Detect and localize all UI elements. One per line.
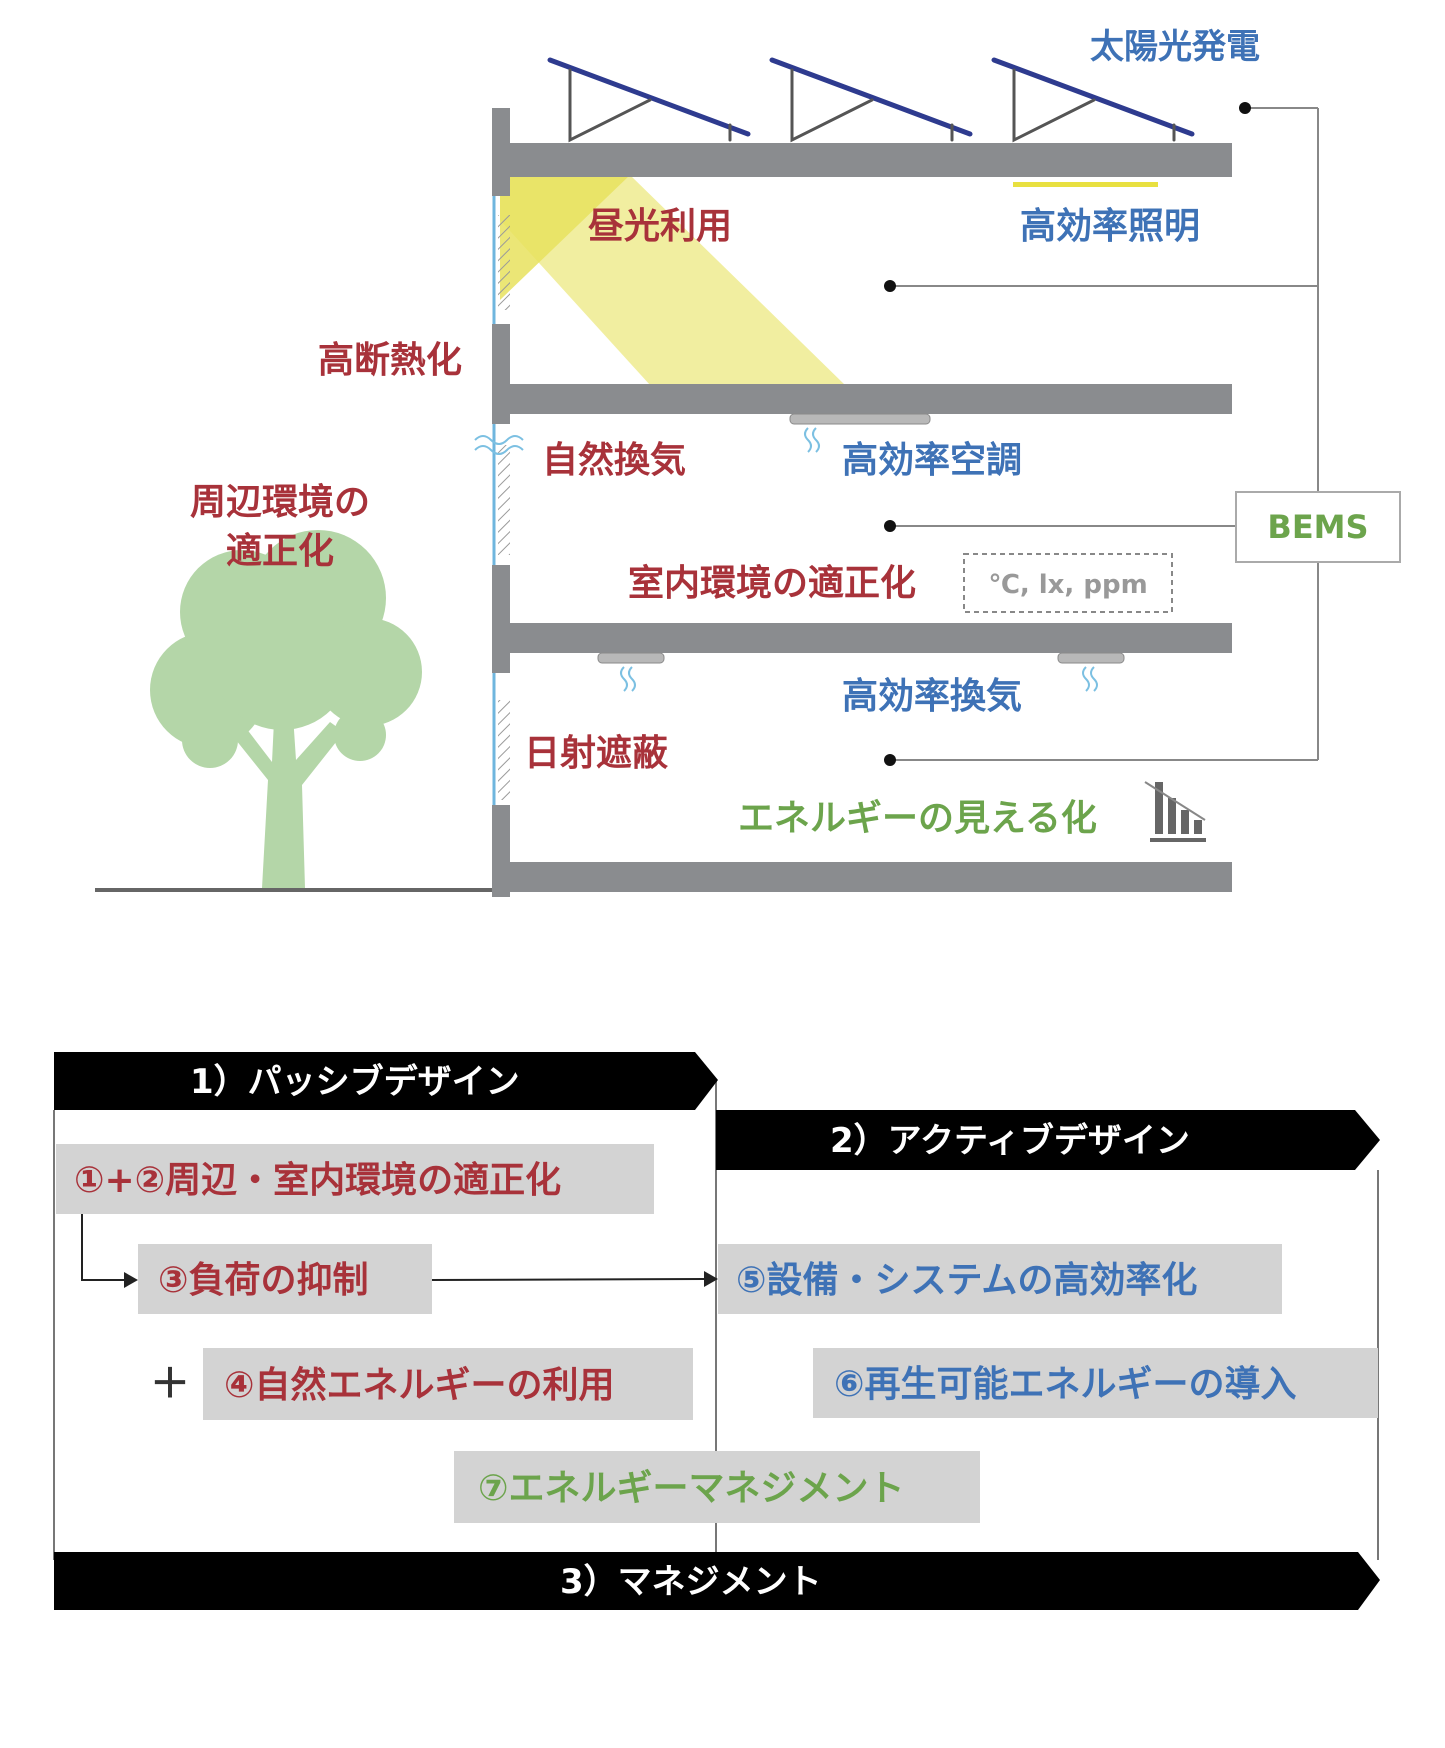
ventilation-unit bbox=[597, 652, 665, 664]
arrowhead bbox=[704, 1271, 718, 1287]
label-surroundings-2: 適正化 bbox=[226, 531, 334, 572]
solar-panel-icon bbox=[991, 57, 1195, 143]
wall-segment bbox=[492, 324, 510, 424]
ground-slab bbox=[492, 862, 1232, 892]
wall-segment bbox=[492, 108, 510, 196]
passive-header-bar bbox=[54, 1052, 718, 1110]
blind-hatch bbox=[498, 700, 510, 800]
label-insulation: 高断熱化 bbox=[318, 340, 462, 381]
connector-dot bbox=[884, 754, 896, 766]
daylight-beam bbox=[500, 175, 845, 385]
label-surroundings-1: 周辺環境の bbox=[190, 482, 370, 523]
label-natural-ventilation: 自然換気 bbox=[542, 439, 686, 481]
floor-slab-2 bbox=[492, 623, 1232, 653]
daylight-window-beam bbox=[500, 175, 630, 300]
solar-panel-icon bbox=[769, 57, 973, 143]
label-high-eff-ventilation: 高効率換気 bbox=[842, 676, 1022, 717]
connector-dot bbox=[884, 280, 896, 292]
active-header-bar bbox=[716, 1110, 1380, 1170]
management-header: 3）マネジメント bbox=[560, 1562, 822, 1602]
item3-label: ③負荷の抑制 bbox=[158, 1260, 368, 1301]
arrowhead bbox=[124, 1272, 138, 1288]
airflow-icon bbox=[474, 427, 1098, 692]
label-high-eff-ac: 高効率空調 bbox=[842, 440, 1022, 481]
connector-dot bbox=[1239, 102, 1251, 114]
blind-hatch bbox=[498, 215, 510, 310]
sensor-units: ℃, lx, ppm bbox=[988, 570, 1147, 600]
item7-box bbox=[454, 1451, 980, 1523]
bems-box bbox=[1235, 491, 1401, 563]
design-framework: 1）パッシブデザイン 2）アクティブデザイン 3）マネジメント ①+②周辺・室内… bbox=[53, 1052, 1380, 1610]
item3-box bbox=[138, 1244, 432, 1314]
label-visualization: エネルギーの見える化 bbox=[738, 798, 1097, 839]
item6-box bbox=[813, 1348, 1378, 1418]
plus-sign: ＋ bbox=[150, 1361, 190, 1407]
bems-wiring bbox=[890, 107, 1319, 761]
solar-panel-icon bbox=[547, 57, 751, 143]
item1-label: ①+②周辺・室内環境の適正化 bbox=[74, 1160, 561, 1201]
item4-box bbox=[203, 1348, 693, 1420]
sensor-box bbox=[963, 553, 1173, 613]
connector-dot bbox=[884, 520, 896, 532]
building-section: BEMS ℃, lx, ppm 太陽光発電 高効率照明 昼光利用 高断熱化 自然… bbox=[95, 27, 1401, 897]
blind-hatch bbox=[498, 445, 510, 555]
management-header-bar bbox=[54, 1552, 1380, 1610]
label-solar: 太陽光発電 bbox=[1090, 27, 1260, 67]
item5-box bbox=[718, 1244, 1282, 1314]
item5-label: ⑤設備・システムの高効率化 bbox=[736, 1260, 1197, 1301]
label-solar-shading: 日射遮蔽 bbox=[524, 733, 669, 774]
item7-label: ⑦エネルギーマネジメント bbox=[478, 1468, 904, 1509]
wall-segment bbox=[492, 565, 510, 673]
item1-box bbox=[56, 1144, 654, 1214]
tree-icon bbox=[150, 530, 422, 888]
passive-header: 1）パッシブデザイン bbox=[190, 1062, 520, 1102]
wall-segment bbox=[492, 805, 510, 897]
active-header: 2）アクティブデザイン bbox=[830, 1121, 1190, 1161]
ventilation-unit bbox=[1057, 652, 1125, 664]
item6-label: ⑥再生可能エネルギーの導入 bbox=[834, 1364, 1296, 1405]
roof-slab bbox=[492, 143, 1232, 177]
bems-label: BEMS bbox=[1267, 508, 1368, 546]
arrow-item1-to-item3 bbox=[81, 1214, 124, 1281]
item4-label: ④自然エネルギーの利用 bbox=[224, 1364, 614, 1406]
floor-slab-3 bbox=[492, 384, 1232, 414]
energy-chart-icon bbox=[1144, 781, 1206, 842]
arrow-item3-to-item5 bbox=[431, 1278, 705, 1281]
label-indoor-environment: 室内環境の適正化 bbox=[628, 563, 916, 604]
led-lighting-strip bbox=[1013, 182, 1158, 187]
ac-unit bbox=[789, 413, 931, 425]
label-daylight: 昼光利用 bbox=[588, 206, 732, 247]
label-high-eff-lighting: 高効率照明 bbox=[1020, 206, 1200, 247]
